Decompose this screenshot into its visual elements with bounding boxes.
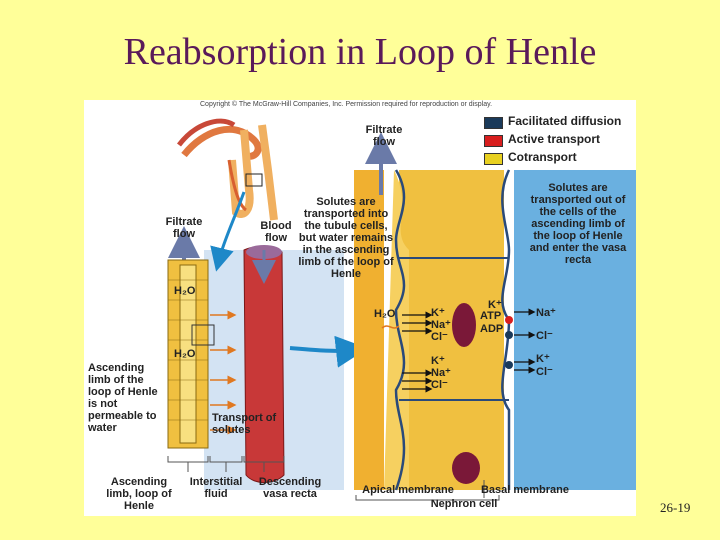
label-filtrate-flow-right: Filtrate flow [365, 124, 403, 148]
ion-h2o-left-2: H₂O [174, 348, 196, 360]
label-ascending-limb-loop: Ascending limb, loop of Henle [106, 476, 172, 512]
figure-drawing [84, 100, 636, 516]
ion-na-1: Na⁺ [431, 319, 451, 331]
ion-k-out: K⁺ [536, 353, 550, 365]
legend-label: Cotransport [508, 150, 577, 164]
page-number: 26-19 [660, 500, 691, 515]
label-transport-of-solutes: Transport of solutes [212, 412, 277, 436]
label-descending-vasa-recta: Descending vasa recta [258, 476, 322, 500]
ion-cl-out-2: Cl⁻ [536, 366, 553, 378]
legend-swatch [484, 153, 503, 165]
legend-label: Facilitated diffusion [508, 114, 622, 128]
ion-cl-2: Cl⁻ [431, 379, 448, 391]
label-nephron-cell: Nephron cell [430, 498, 498, 510]
copyright-notice: Copyright © The McGraw-Hill Companies, I… [200, 101, 493, 108]
label-interstitial-fluid: Interstitial fluid [189, 476, 243, 500]
ion-k-basal: K⁺ [488, 299, 502, 311]
label-basal-membrane: Basal membrane [480, 484, 570, 496]
label-solutes-in: Solutes are transported into the tubule … [298, 196, 394, 280]
ion-h2o-right: H₂O [374, 308, 396, 320]
legend-swatch [484, 117, 503, 129]
loop-of-henle-figure: Copyright © The McGraw-Hill Companies, I… [84, 100, 636, 516]
ion-k-2: K⁺ [431, 355, 445, 367]
ion-na-out: Na⁺ [536, 307, 556, 319]
ion-cl-out-1: Cl⁻ [536, 330, 553, 342]
legend-swatch [484, 135, 503, 147]
ion-cl-1: Cl⁻ [431, 331, 448, 343]
legend-label: Active transport [508, 132, 601, 146]
ion-atp: ATP [480, 310, 502, 322]
label-solutes-out: Solutes are transported out of the cells… [529, 182, 627, 266]
ion-na-2: Na⁺ [431, 367, 451, 379]
slide-title: Reabsorption in Loop of Henle [123, 31, 597, 73]
ion-adp: ADP [480, 323, 504, 335]
label-apical-membrane: Apical membrane [362, 484, 454, 496]
label-filtrate-flow-left: Filtrate flow [165, 216, 203, 240]
ion-k-1: K⁺ [431, 307, 445, 319]
label-ascending-not-permeable: Ascending limb of the loop of Henle is n… [88, 362, 158, 434]
label-blood-flow: Blood flow [260, 220, 292, 244]
ion-h2o-left-1: H₂O [174, 285, 196, 297]
